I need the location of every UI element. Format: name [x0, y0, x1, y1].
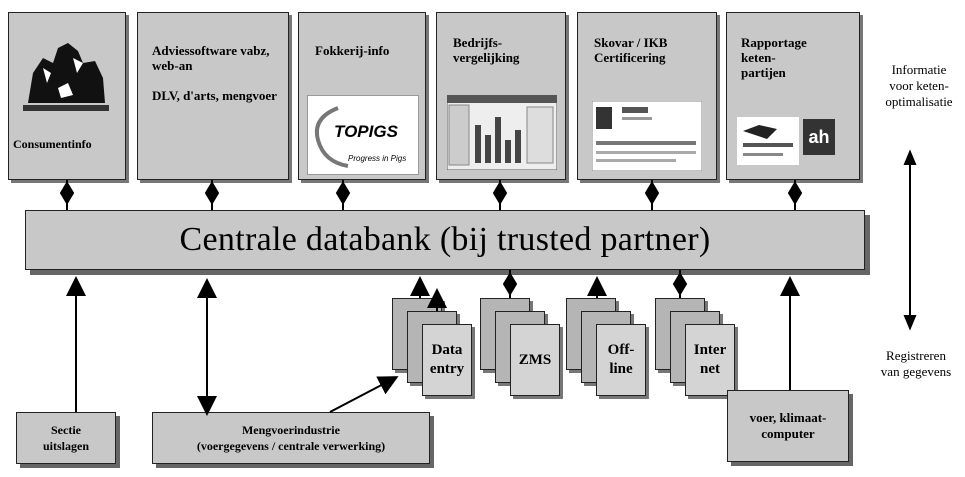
ah-logo: ah: [803, 119, 835, 155]
box-sectie: Sectie uitslagen: [16, 412, 116, 464]
box-mengvoer: Mengvoerindustrie (voergegevens / centra…: [152, 412, 430, 464]
central-databank: Centrale databank (bij trusted partner): [25, 210, 865, 270]
label-internet: Inter net: [685, 324, 735, 396]
box-rapportage: Rapportage keten- partijen ah: [726, 12, 860, 180]
cow-image: [23, 43, 109, 111]
box-fokkerij: Fokkerij-info TOPIGS Progress in Pigs: [298, 12, 426, 180]
box-advies: Adviessoftware vabz, web-an DLV, d'arts,…: [137, 12, 289, 180]
certificate-image: [592, 101, 702, 171]
label-rapportage: Rapportage keten- partijen: [741, 35, 807, 80]
box-bedrijf: Bedrijfs- vergelijking: [436, 12, 566, 180]
partner-logos-image: [737, 117, 799, 165]
topigs-text: TOPIGS: [334, 122, 398, 141]
topigs-tagline: Progress in Pigs: [348, 154, 407, 163]
label-fokkerij: Fokkerij-info: [315, 43, 390, 58]
label-zms: ZMS: [510, 324, 560, 396]
label-advies: Adviessoftware vabz, web-an DLV, d'arts,…: [152, 43, 277, 103]
label-bedrijf: Bedrijfs- vergelijking: [453, 35, 520, 65]
label-skovar: Skovar / IKB Certificering: [594, 35, 668, 65]
box-voer: voer, klimaat- computer: [727, 390, 849, 462]
side-label-registreren: Registreren van gegevens: [880, 348, 952, 379]
box-consumentinfo: Consumentinfo: [8, 12, 126, 180]
side-label-info: Informatie voor keten- optimalisatie: [885, 62, 953, 109]
label-consumentinfo: Consumentinfo: [13, 137, 92, 151]
box-skovar: Skovar / IKB Certificering: [577, 12, 717, 180]
screenshot-image: [447, 95, 557, 170]
topigs-logo: TOPIGS Progress in Pigs: [307, 95, 419, 175]
label-data-entry: Data entry: [422, 324, 472, 396]
label-offline: Off- line: [596, 324, 646, 396]
